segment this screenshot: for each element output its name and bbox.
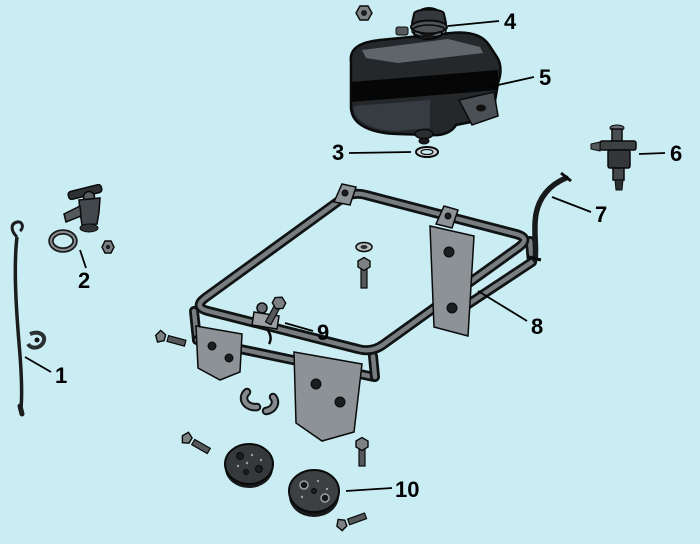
- fuel-hose-part: [528, 171, 572, 263]
- callout-4-label: 4: [504, 9, 517, 34]
- callout-5: 5: [488, 65, 551, 90]
- frame-bracket-middle: [293, 351, 363, 442]
- control-rod-part: [10, 220, 47, 417]
- callout-9-label: 9: [317, 320, 329, 345]
- rubber-mount-rear: [288, 469, 340, 517]
- hex-bolt: [357, 256, 371, 289]
- rod-clip: [26, 330, 47, 350]
- callout-1-label: 1: [55, 363, 67, 388]
- hex-bolt: [264, 296, 287, 326]
- fuel-cap-part: [410, 7, 448, 38]
- callout-4: 4: [447, 9, 517, 34]
- hex-bolt: [154, 329, 187, 347]
- callout-2: 2: [78, 249, 90, 293]
- callout-9-leader: [284, 322, 314, 332]
- callout-6-label: 6: [670, 141, 682, 166]
- callout-3-label: 3: [332, 140, 344, 165]
- frame-bracket-left: [195, 325, 243, 381]
- hex-bolt: [336, 512, 368, 532]
- petcock-part: [590, 124, 637, 191]
- callout-9: 9: [284, 320, 329, 345]
- callout-3-leader: [348, 151, 412, 154]
- u-clamp: [239, 387, 280, 416]
- valve-assembly-part: [48, 183, 115, 254]
- callout-8-leader: [477, 290, 528, 322]
- callout-8: 8: [477, 290, 543, 339]
- callout-5-label: 5: [539, 65, 551, 90]
- callout-10-leader: [345, 487, 393, 492]
- frame-bracket-right: [429, 225, 475, 337]
- callout-1-leader: [24, 356, 52, 373]
- callout-8-label: 8: [531, 314, 543, 339]
- callout-7-leader: [551, 196, 592, 213]
- callout-2-leader: [79, 249, 87, 269]
- callout-7: 7: [551, 196, 607, 227]
- callout-4-leader: [447, 20, 500, 27]
- callout-3: 3: [332, 140, 412, 165]
- washer: [355, 241, 373, 253]
- hex-bolt: [181, 431, 212, 455]
- frame-part: [189, 183, 537, 442]
- fuel-tank-part: [349, 26, 502, 145]
- callout-1: 1: [24, 356, 67, 388]
- callout-6: 6: [638, 141, 682, 166]
- callout-5-leader: [488, 76, 535, 88]
- callout-6-leader: [638, 152, 666, 155]
- hex-nut: [355, 5, 373, 21]
- callout-10-label: 10: [395, 477, 419, 502]
- callout-2-label: 2: [78, 268, 90, 293]
- hex-bolt: [355, 436, 369, 467]
- gasket-part: [415, 146, 439, 158]
- callout-7-label: 7: [595, 202, 607, 227]
- callout-10: 10: [345, 477, 419, 502]
- clamp-bracket-part: [251, 302, 280, 345]
- rubber-mount-front: [224, 443, 274, 488]
